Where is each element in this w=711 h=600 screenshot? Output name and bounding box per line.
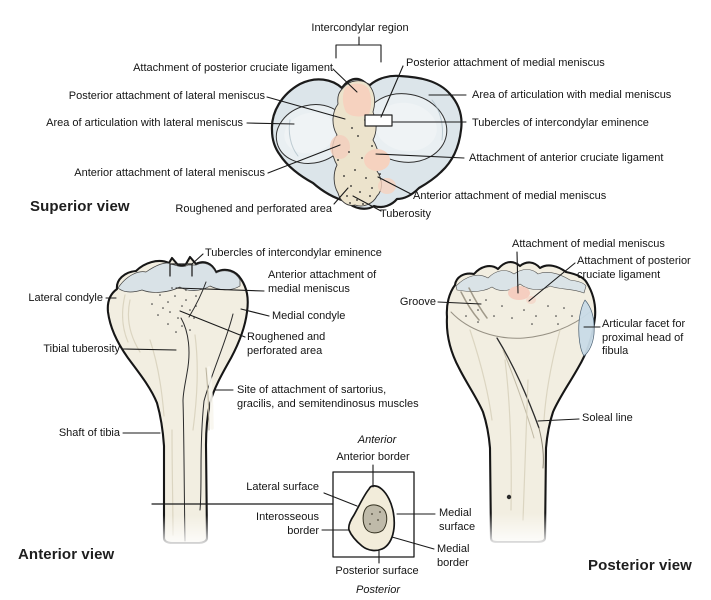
label-groove: Groove xyxy=(399,296,436,308)
label-medial-condyle: Medial condyle xyxy=(272,310,346,322)
label-posterior-attachment-medial-meniscus: Posterior attachment of medial meniscus xyxy=(406,57,605,69)
label-tubercles-intercondylar-eminence-superior: Tubercles of intercondylar eminence xyxy=(472,117,649,129)
leader-lines xyxy=(105,36,601,564)
label-soleal-line: Soleal line xyxy=(582,412,633,424)
label-tuberosity: Tuberosity xyxy=(380,208,431,220)
label-tibial-tuberosity: Tibial tuberosity xyxy=(43,343,120,355)
label-attachment-posterior-cruciate-ligament: Attachment of posterior cruciate ligamen… xyxy=(133,62,333,74)
superior-speckles xyxy=(337,119,381,205)
label-anterior-border: Anterior border xyxy=(336,451,410,463)
anterior-view-illustration xyxy=(106,255,249,549)
posterior-view-illustration xyxy=(445,260,597,547)
label-interosseous-border: Interosseous border xyxy=(256,511,319,537)
label-medial-border: Medial border xyxy=(437,543,470,569)
label-posterior-surface: Posterior surface xyxy=(335,565,419,577)
posterior-view-title: Posterior view xyxy=(588,557,692,574)
label-articular-facet-fibula: Articular facet for proximal head of fib… xyxy=(602,318,686,357)
label-area-articulation-medial-meniscus: Area of articulation with medial meniscu… xyxy=(472,89,672,101)
label-anterior-attachment-lateral-meniscus: Anterior attachment of lateral meniscus xyxy=(74,167,265,179)
label-anterior-direction: Anterior xyxy=(357,434,397,446)
posterior-shading xyxy=(469,329,561,521)
anterior-speckles xyxy=(151,287,197,333)
label-anterior-attachment-medial-meniscus-superior: Anterior attachment of medial meniscus xyxy=(413,190,607,202)
label-lateral-surface: Lateral surface xyxy=(246,481,319,493)
label-roughened-perforated-area-superior: Roughened and perforated area xyxy=(175,203,332,215)
label-attachment-anterior-cruciate-ligament: Attachment of anterior cruciate ligament xyxy=(469,152,664,164)
anterior-view-title: Anterior view xyxy=(18,546,115,563)
label-anterior-attachment-medial-meniscus-anterior: Anterior attachment of medial meniscus xyxy=(268,269,377,295)
label-posterior-direction: Posterior xyxy=(355,584,401,596)
posterior-groove-lines xyxy=(460,287,488,321)
tubercles-bracket-marker xyxy=(169,263,193,277)
label-area-articulation-lateral-meniscus: Area of articulation with lateral menisc… xyxy=(46,117,243,129)
label-intercondylar-region: Intercondylar region xyxy=(311,22,409,34)
superior-view-illustration xyxy=(270,74,463,210)
label-attachment-medial-meniscus-posterior: Attachment of medial meniscus xyxy=(512,238,665,250)
label-lateral-condyle: Lateral condyle xyxy=(28,292,103,304)
posterior-speckles xyxy=(465,299,573,325)
label-posterior-attachment-lateral-meniscus: Posterior attachment of lateral meniscus xyxy=(68,90,265,102)
label-shaft-of-tibia: Shaft of tibia xyxy=(58,427,120,439)
label-sartorius-attachment-site: Site of attachment of sartorius, gracili… xyxy=(237,384,419,410)
label-roughened-perforated-area-anterior: Roughened and perforated area xyxy=(247,331,326,357)
superior-view-title: Superior view xyxy=(30,198,130,215)
label-tubercles-intercondylar-eminence-anterior: Tubercles of intercondylar eminence xyxy=(205,247,382,259)
intercondylar-region-bracket xyxy=(335,36,382,63)
tubercles-indicator-box xyxy=(364,114,393,127)
label-medial-surface: Medial surface xyxy=(439,507,476,533)
label-attachment-posterior-cruciate-ligament-posterior: Attachment of posterior cruciate ligamen… xyxy=(577,255,691,281)
